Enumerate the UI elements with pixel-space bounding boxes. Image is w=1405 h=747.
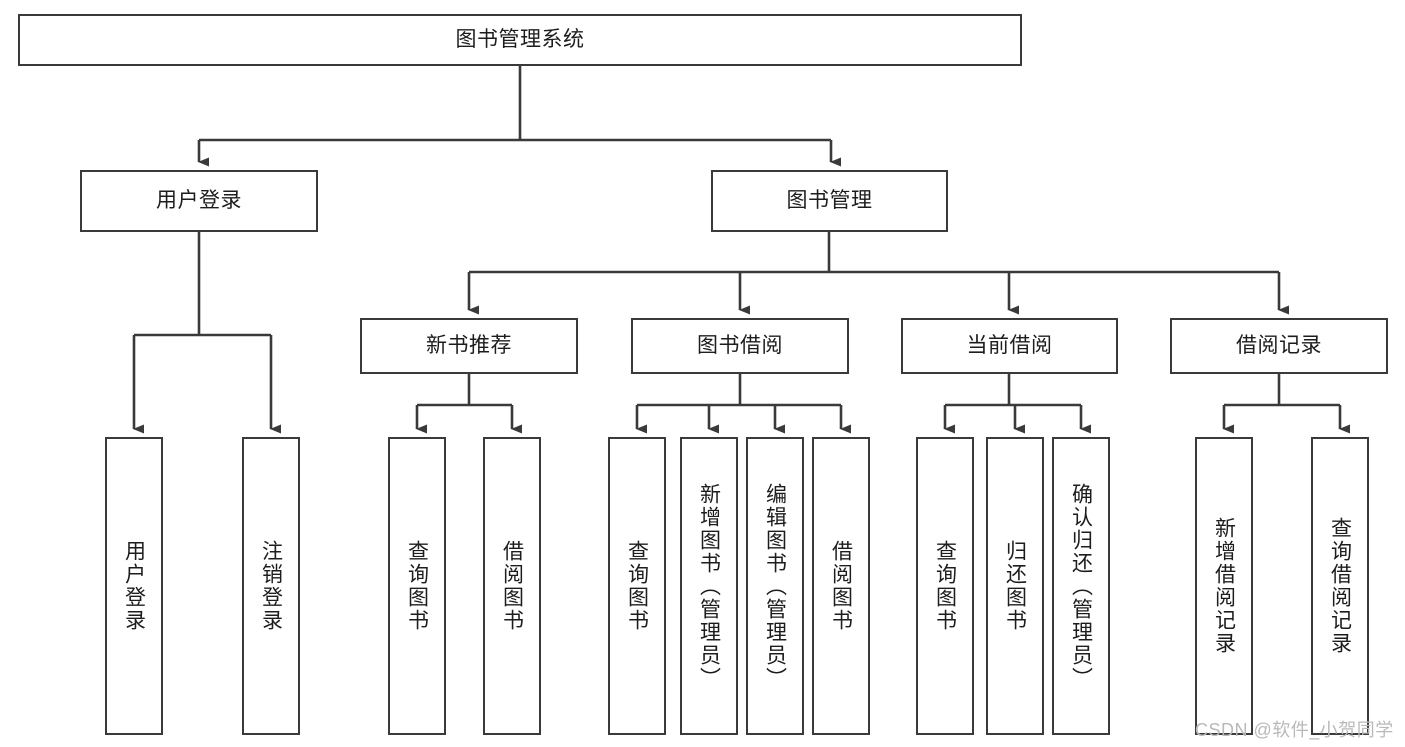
node-new-book-recommend[interactable]: 新书推荐 [360, 318, 578, 374]
watermark-text: CSDN @软件_小贺同学 [1195, 720, 1394, 740]
node-leaf-confirm-return-admin[interactable]: 确认归还（管理员） [1052, 437, 1110, 735]
node-borrow-record[interactable]: 借阅记录 [1170, 318, 1388, 374]
node-leaf-user-login[interactable]: 用户登录 [105, 437, 163, 735]
node-leaf-borrow-book-rec[interactable]: 借阅图书 [483, 437, 541, 735]
node-book-borrow-label: 图书借阅 [697, 333, 783, 357]
node-leaf-query-book-borrow[interactable]: 查询图书 [608, 437, 666, 735]
node-leaf-add-book-admin-label: 新增图书（管理员） [697, 482, 721, 690]
node-leaf-user-login-label: 用户登录 [122, 540, 146, 632]
node-user-login[interactable]: 用户登录 [80, 170, 318, 232]
node-user-login-label: 用户登录 [156, 188, 242, 212]
node-leaf-query-borrow-record-label: 查询借阅记录 [1328, 517, 1352, 655]
node-book-manage-label: 图书管理 [786, 188, 873, 212]
node-leaf-query-book-borrow-label: 查询图书 [625, 540, 649, 632]
node-leaf-add-book-admin[interactable]: 新增图书（管理员） [680, 437, 738, 735]
node-leaf-add-borrow-record[interactable]: 新增借阅记录 [1195, 437, 1253, 735]
node-leaf-return-book[interactable]: 归还图书 [986, 437, 1044, 735]
node-borrow-record-label: 借阅记录 [1236, 333, 1322, 357]
node-leaf-return-book-label: 归还图书 [1003, 540, 1027, 632]
node-leaf-query-book-rec[interactable]: 查询图书 [388, 437, 446, 735]
node-book-manage[interactable]: 图书管理 [711, 170, 948, 232]
node-current-borrow[interactable]: 当前借阅 [901, 318, 1118, 374]
node-leaf-query-book-current[interactable]: 查询图书 [916, 437, 974, 735]
node-leaf-borrow-book-rec-label: 借阅图书 [500, 540, 524, 632]
node-leaf-query-borrow-record[interactable]: 查询借阅记录 [1311, 437, 1369, 735]
node-leaf-logout[interactable]: 注销登录 [242, 437, 300, 735]
node-leaf-borrow-book[interactable]: 借阅图书 [812, 437, 870, 735]
node-leaf-borrow-book-label: 借阅图书 [829, 540, 853, 632]
node-new-book-recommend-label: 新书推荐 [426, 333, 512, 357]
node-leaf-add-borrow-record-label: 新增借阅记录 [1212, 517, 1236, 655]
node-leaf-edit-book-admin[interactable]: 编辑图书（管理员） [746, 437, 804, 735]
node-root-label: 图书管理系统 [455, 27, 585, 51]
node-leaf-query-book-current-label: 查询图书 [933, 540, 957, 632]
node-leaf-confirm-return-admin-label: 确认归还（管理员） [1069, 482, 1093, 690]
node-leaf-query-book-rec-label: 查询图书 [405, 540, 429, 632]
node-root-system[interactable]: 图书管理系统 [18, 14, 1022, 66]
node-current-borrow-label: 当前借阅 [966, 333, 1053, 357]
node-leaf-edit-book-admin-label: 编辑图书（管理员） [763, 482, 787, 690]
node-leaf-logout-label: 注销登录 [259, 540, 283, 632]
node-book-borrow[interactable]: 图书借阅 [631, 318, 849, 374]
